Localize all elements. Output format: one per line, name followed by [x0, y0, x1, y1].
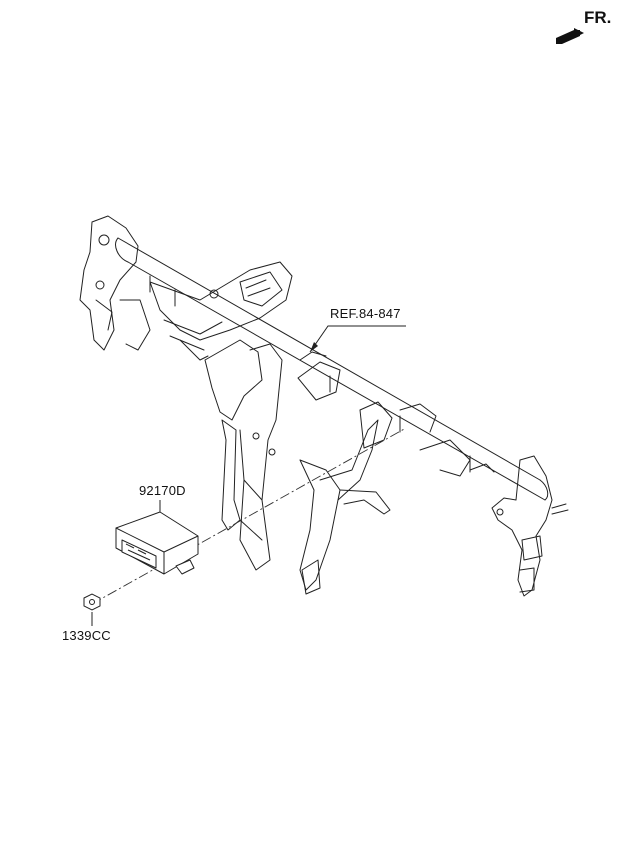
cross-car-beam-drawing — [79, 215, 569, 597]
control-module-drawing — [115, 500, 199, 575]
assembly-leader-line — [91, 427, 407, 605]
front-direction-label: FR. — [584, 8, 612, 27]
nut-part-label: 1339CC — [62, 628, 111, 643]
front-direction-arrow-icon — [556, 28, 584, 44]
ref-leader — [309, 325, 406, 353]
ref-label: REF.84-847 — [330, 306, 401, 321]
nut-icon — [83, 593, 101, 626]
module-part-label: 92170D — [139, 483, 186, 498]
